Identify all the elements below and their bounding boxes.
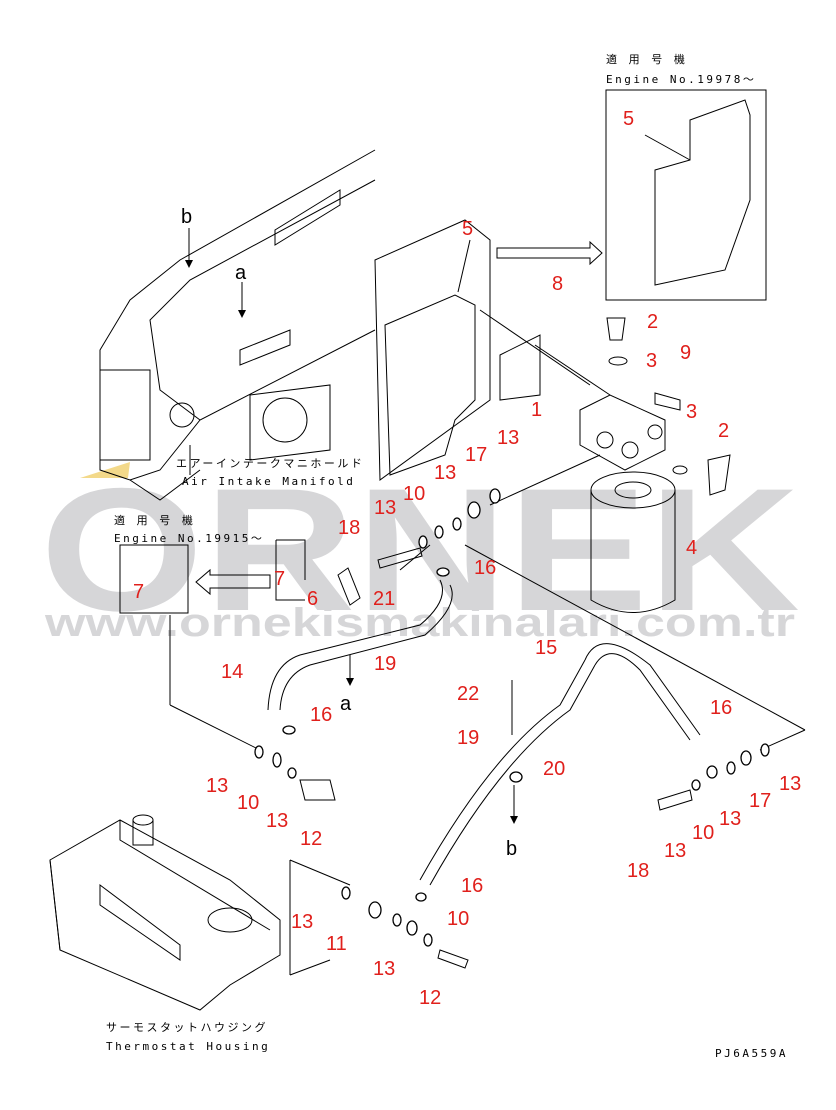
- callout: 4: [686, 537, 697, 559]
- note-engine-no-top: Engine No.19978～: [606, 73, 756, 86]
- callout: 10: [447, 908, 469, 930]
- inset-left: [119, 539, 306, 751]
- callout: 10: [692, 822, 714, 844]
- callout: 7: [274, 568, 285, 590]
- callout: 17: [749, 790, 771, 812]
- label-thermostat-jp: サーモスタットハウジング: [106, 1020, 268, 1034]
- note-applicable-jp: 適 用 号 機: [114, 513, 195, 527]
- engine-block-drawing: [99, 149, 376, 501]
- drawing-code: PJ6A559A: [715, 1047, 788, 1060]
- callout: 13: [497, 427, 519, 449]
- callout: 13: [291, 911, 313, 933]
- label-thermostat-en: Thermostat Housing: [106, 1040, 270, 1053]
- label-manifold-en: Air Intake Manifold: [182, 475, 355, 488]
- callout: 11: [326, 933, 347, 955]
- direction-arrows: [185, 228, 518, 824]
- direction-letter-a: a: [235, 262, 247, 284]
- watermark: ORNEK www.ornekismakinalari.com.tr: [40, 453, 800, 648]
- callout: 1: [531, 399, 542, 421]
- callout: 9: [680, 342, 691, 364]
- plate-5-drawing: [374, 219, 603, 481]
- callout: 13: [373, 958, 395, 980]
- callout: 18: [627, 860, 649, 882]
- filter-assembly-drawing: [464, 309, 806, 751]
- callout: 21: [373, 588, 395, 610]
- callout: 13: [664, 840, 686, 862]
- callout: 14: [221, 661, 243, 683]
- callout: 2: [718, 420, 729, 442]
- washers-drawing: [254, 488, 770, 947]
- callout: 10: [237, 792, 259, 814]
- pipes-drawing: [267, 544, 701, 969]
- watermark-url: www.ornekismakinalari.com.tr: [44, 601, 795, 645]
- callout: 10: [403, 483, 425, 505]
- callout: 20: [543, 758, 565, 780]
- callout: 12: [300, 828, 322, 850]
- note-applicable-jp: 適 用 号 機: [606, 52, 687, 66]
- callout: 3: [646, 350, 657, 372]
- callout: 18: [338, 517, 360, 539]
- direction-letter-b: b: [181, 206, 192, 228]
- inset-top-right: [605, 89, 767, 301]
- part-callouts: 5 8 2 3 9 1 3 2 13 17 13 10 13 18 7 6 16…: [133, 108, 801, 1009]
- callout: 22: [457, 683, 479, 705]
- callout: 16: [461, 875, 483, 897]
- callout: 13: [779, 773, 801, 795]
- plate-8-drawing: [499, 334, 541, 401]
- note-engine-no-left: Engine No.19915～: [114, 532, 264, 545]
- callout: 5: [623, 108, 634, 130]
- callout: 8: [552, 273, 563, 295]
- callout: 5: [462, 218, 473, 240]
- callout: 15: [535, 637, 557, 659]
- callout: 3: [686, 401, 697, 423]
- callout: 12: [419, 987, 441, 1009]
- callout: 17: [465, 444, 487, 466]
- callout: 13: [266, 810, 288, 832]
- callout: 16: [310, 704, 332, 726]
- callout: 19: [374, 653, 396, 675]
- direction-letter-a: a: [340, 693, 352, 715]
- callout: 16: [710, 697, 732, 719]
- callout: 13: [206, 775, 228, 797]
- callout: 7: [133, 581, 144, 603]
- callout: 13: [434, 462, 456, 484]
- label-manifold-jp: エアーインテークマニホールド: [176, 457, 364, 470]
- callout: 19: [457, 727, 479, 749]
- callout: 6: [307, 588, 318, 610]
- thermostat-housing-drawing: [49, 814, 351, 1011]
- watermark-logo-mark: [80, 462, 130, 478]
- callout: 13: [719, 808, 741, 830]
- callout: 16: [474, 557, 496, 579]
- callout: 13: [374, 497, 396, 519]
- direction-letter-b: b: [506, 838, 517, 860]
- callout: 2: [647, 311, 658, 333]
